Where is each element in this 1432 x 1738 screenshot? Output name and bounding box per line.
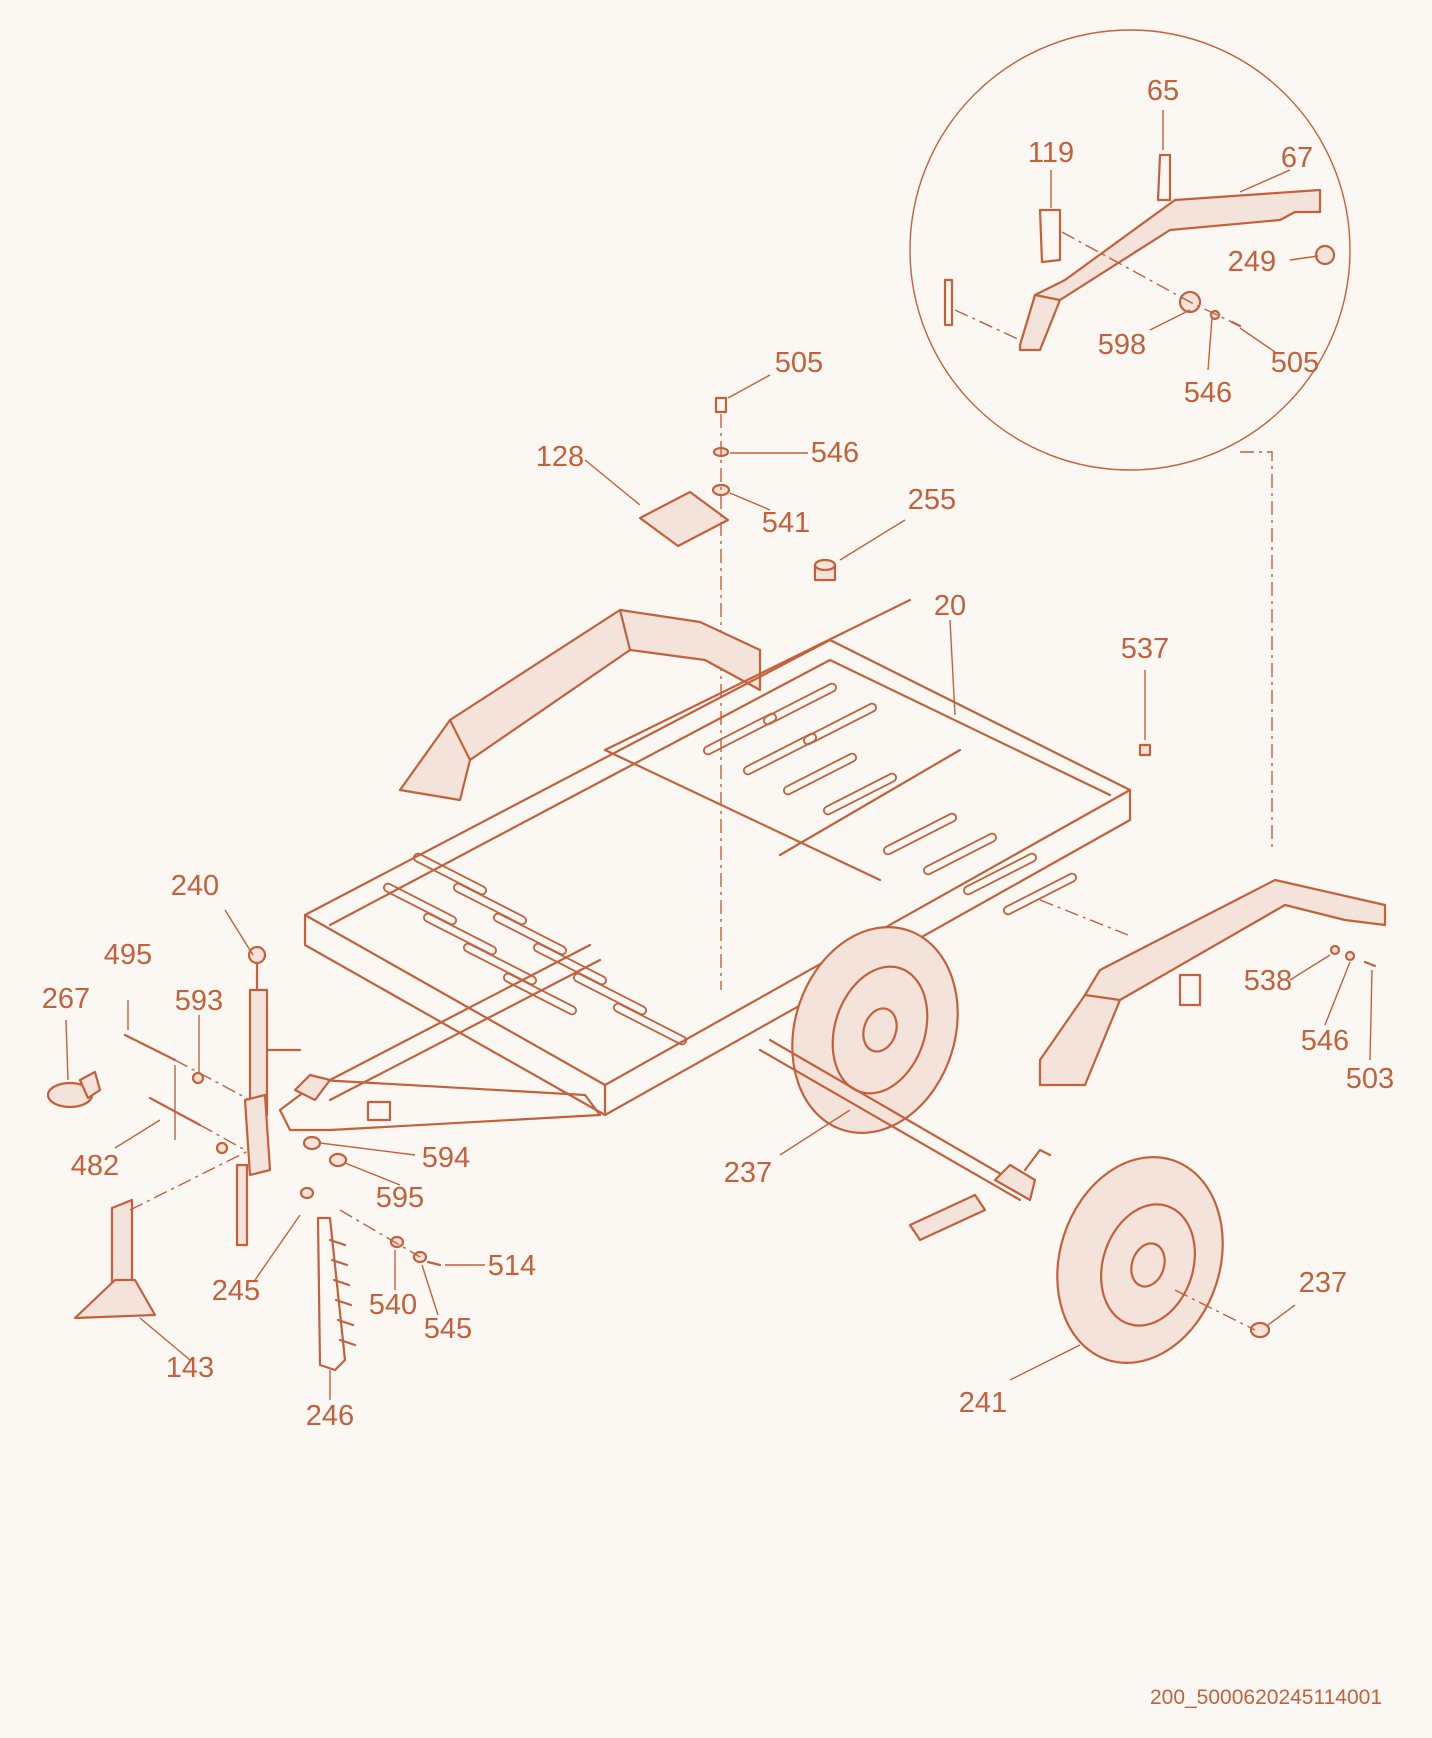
detail-bracket-65 <box>1156 153 1172 202</box>
callout-540: 540 <box>369 1289 417 1321</box>
callout-546: 546 <box>811 437 859 469</box>
detail-fender <box>1018 188 1322 352</box>
callout-593: 593 <box>175 985 223 1017</box>
fender-detail-inset <box>909 29 1351 471</box>
chain-bolt-514 <box>254 1209 485 1316</box>
callout-505-detail: 505 <box>1271 347 1319 379</box>
callout-546-fender: 546 <box>1301 1025 1349 1057</box>
callout-505: 505 <box>775 347 823 379</box>
callout-65: 65 <box>1147 75 1179 107</box>
callout-546-detail: 546 <box>1184 377 1232 409</box>
detail-bracket-119 <box>1038 208 1062 264</box>
lug-nut-237 <box>1249 1321 1271 1339</box>
callout-labels: 65 119 67 249 598 505 546 505 546 128 54… <box>42 75 1394 1432</box>
cover-plate-128 <box>584 459 730 548</box>
callout-595: 595 <box>376 1182 424 1214</box>
callout-598: 598 <box>1098 329 1146 361</box>
callout-537: 537 <box>1121 633 1169 665</box>
callout-128: 128 <box>536 441 584 473</box>
callout-241: 241 <box>959 1387 1007 1419</box>
floor-slots-left <box>383 852 687 1046</box>
wheel-lower-241 <box>1009 1156 1296 1381</box>
callout-143: 143 <box>166 1352 214 1384</box>
callout-249: 249 <box>1228 246 1276 278</box>
callout-119: 119 <box>1028 137 1074 169</box>
callout-240: 240 <box>171 870 219 902</box>
detail-circle <box>909 29 1351 471</box>
callout-245: 245 <box>212 1275 260 1307</box>
detail-bracket-left <box>943 278 954 327</box>
callout-538: 538 <box>1244 965 1292 997</box>
callout-541: 541 <box>762 507 810 539</box>
wheel-nut-255 <box>813 519 906 582</box>
chain-246 <box>316 1216 357 1400</box>
trailer-frame-20 <box>303 598 1132 1117</box>
bolts-left <box>114 1000 251 1155</box>
callout-246: 246 <box>306 1400 354 1432</box>
callout-20: 20 <box>934 590 966 622</box>
floor-slots-right <box>703 682 1077 916</box>
near-fender <box>1038 878 1387 1087</box>
callout-495: 495 <box>104 939 152 971</box>
callout-67: 67 <box>1281 142 1313 174</box>
callout-545: 545 <box>424 1313 472 1345</box>
jack-stand-143 <box>73 1149 251 1361</box>
coupler-267 <box>46 1019 102 1109</box>
callout-594: 594 <box>422 1142 470 1174</box>
callout-237-lug: 237 <box>1299 1267 1347 1299</box>
hitch-hardware <box>299 1135 416 1200</box>
callout-514: 514 <box>488 1250 536 1282</box>
callout-255: 255 <box>908 484 956 516</box>
tongue-assembly <box>278 943 602 1132</box>
callout-267: 267 <box>42 983 90 1015</box>
jack-240 <box>224 909 302 1247</box>
bolt-stack-505 <box>711 374 808 990</box>
detail-nut-249 <box>1314 244 1336 266</box>
axle-assembly <box>758 1038 1052 1242</box>
callout-482: 482 <box>71 1150 119 1182</box>
callout-503: 503 <box>1346 1063 1394 1095</box>
pin-537 <box>1138 670 1152 757</box>
rear-fender-far <box>398 608 762 802</box>
wheel-upper <box>791 926 959 1134</box>
callout-237-axle: 237 <box>724 1157 772 1189</box>
drawing-id: 200_5000620245114001 <box>1149 1686 1382 1709</box>
